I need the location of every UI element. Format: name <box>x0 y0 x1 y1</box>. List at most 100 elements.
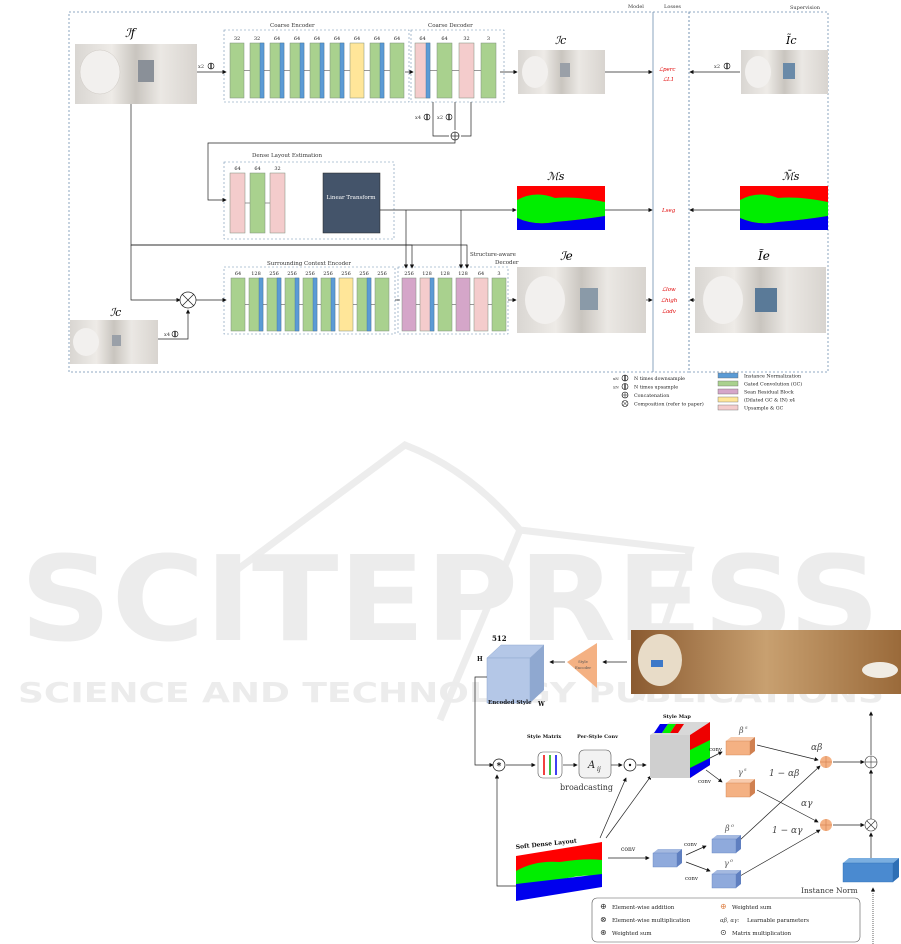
dim-channels: 512 <box>492 634 507 643</box>
addition-operator <box>864 755 878 769</box>
scale-marker-decoder-x2: x2 <box>437 113 453 121</box>
alpha-beta-label: αβ <box>811 743 822 753</box>
svg-text:γ: γ <box>724 859 729 868</box>
scale-marker-input: x2 <box>198 62 215 70</box>
svg-text:x4: x4 <box>164 332 170 338</box>
legend-swatch <box>717 396 739 403</box>
block-gc_in: 256 <box>284 271 300 332</box>
svg-text:β: β <box>724 824 730 833</box>
block-channel-label: 64 <box>394 36 400 42</box>
svg-text:⊛: ⊛ <box>600 928 607 937</box>
legend-item: ⊛Weighted sum <box>600 928 652 937</box>
loss-high: ℒhigh <box>661 297 678 304</box>
block-gc_in: 64 <box>329 36 345 99</box>
fig2-connectors <box>474 659 876 944</box>
svg-text:ij: ij <box>597 766 601 773</box>
scale-marker-gt: x2 <box>714 62 731 70</box>
dim-height: H <box>477 656 483 663</box>
weighted-sum-node-gamma <box>820 819 832 831</box>
block-gc: 256 <box>374 271 390 332</box>
legend-swatch <box>717 380 739 387</box>
svg-text:⊙: ⊙ <box>720 928 727 937</box>
svg-text:Style Map: Style Map <box>663 714 691 720</box>
block-channel-label: 3 <box>497 271 500 277</box>
conv-label-layout: conv <box>621 846 636 853</box>
beta-s-cube: β s <box>725 725 755 756</box>
style-matrix-label: Style Matrix <box>527 734 562 740</box>
block-up_in: 64 <box>414 36 431 99</box>
svg-text:x2: x2 <box>437 115 443 121</box>
loss-labels: ℒperc ℒL1 Lseg ℒlow ℒhigh ℒadv <box>659 66 678 315</box>
per-style-conv-label: Per-Style Conv <box>577 734 619 740</box>
one-minus-alpha-gamma-label: 1 − αγ <box>772 826 803 836</box>
block-up: 32 <box>269 166 286 234</box>
legend-color-label: Upsample & GC <box>744 406 784 412</box>
block-gc: 3 <box>491 271 507 332</box>
layout-conv-cube <box>652 849 682 868</box>
svg-text:*: * <box>497 762 502 772</box>
block-channel-label: 64 <box>314 36 320 42</box>
beta-o-cube: β o <box>711 823 741 854</box>
legend-symbol-label: N times downsample <box>634 376 685 382</box>
coarse-encoder-frame <box>223 29 410 103</box>
block-channel-label: 256 <box>404 271 414 277</box>
block-channel-label: 32 <box>234 36 240 42</box>
watermark-logo-shape <box>227 441 695 702</box>
legend-color-label: (Dilated GC & IN) x4 <box>744 397 795 404</box>
image-coarse-gt: Ĩc <box>741 33 828 94</box>
svg-text:conv: conv <box>698 779 712 785</box>
structure-decoder-frame <box>397 266 509 335</box>
block-channel-label: 256 <box>323 271 333 277</box>
legend-swatch <box>717 372 739 379</box>
svg-text:x2: x2 <box>198 64 204 70</box>
svg-text:⊕: ⊕ <box>600 902 607 911</box>
legend-symbol-label: N times upsample <box>634 385 678 391</box>
svg-text:γ: γ <box>738 768 743 777</box>
block-gc: 64 <box>389 36 405 99</box>
block-gc_in: 64 <box>269 36 285 99</box>
label-Ms-output: ℳs <box>547 170 565 183</box>
svg-text:s: s <box>744 767 747 773</box>
dense-layout-title: Dense Layout Estimation <box>252 153 322 159</box>
svg-text:⊗: ⊗ <box>600 915 607 924</box>
style-map: Style Map <box>650 714 710 778</box>
matrix-multiplication-operator <box>623 758 637 772</box>
label-Ie-output: ℐe <box>560 249 573 263</box>
legend-label: Learnable parameters <box>747 918 809 924</box>
surrounding-encoder-title: Surrounding Context Encoder <box>267 261 351 267</box>
block-gc: 3 <box>480 36 497 99</box>
block-channel-label: 64 <box>441 36 447 42</box>
legend-label: Matrix multiplication <box>732 931 792 937</box>
legend-item: ⊕Weighted sum <box>720 902 772 911</box>
section-label-model: Model <box>628 4 644 10</box>
svg-text:Style: Style <box>578 659 588 664</box>
instance-norm-block: Instance Norm <box>801 858 899 895</box>
legend-color-item: Instance Normalization <box>717 372 801 380</box>
linear-transform-label: Linear Transform <box>327 195 377 201</box>
block-channel-label: 64 <box>478 271 484 277</box>
image-coarse-input-Ic: ℐc <box>70 306 158 364</box>
svg-text:o: o <box>730 858 733 864</box>
legend-color-label: Gated Convolution (GC) <box>744 381 802 388</box>
svg-text:xN: xN <box>613 385 619 390</box>
block-channel-label: 64 <box>294 36 300 42</box>
block-gc_in: 256 <box>302 271 318 332</box>
block-gc: 64 <box>230 271 246 332</box>
block-channel-label: 256 <box>341 271 351 277</box>
svg-text:conv: conv <box>684 842 698 848</box>
block-up: 64 <box>473 271 489 332</box>
loss-low: ℒlow <box>662 286 676 293</box>
loss-perc: ℒperc <box>659 66 675 73</box>
block-channel-label: 64 <box>374 36 380 42</box>
loss-seg: Lseg <box>661 208 676 214</box>
legend-label: Element-wise multiplication <box>612 918 691 924</box>
block-channel-label: 256 <box>305 271 315 277</box>
surrounding-encoder-frame <box>223 266 396 335</box>
block-channel-label: 256 <box>377 271 387 277</box>
legend-symbol-item: Composition (refer to paper) <box>621 400 704 408</box>
legend-color-item: (Dilated GC & IN) x4 <box>717 396 795 404</box>
